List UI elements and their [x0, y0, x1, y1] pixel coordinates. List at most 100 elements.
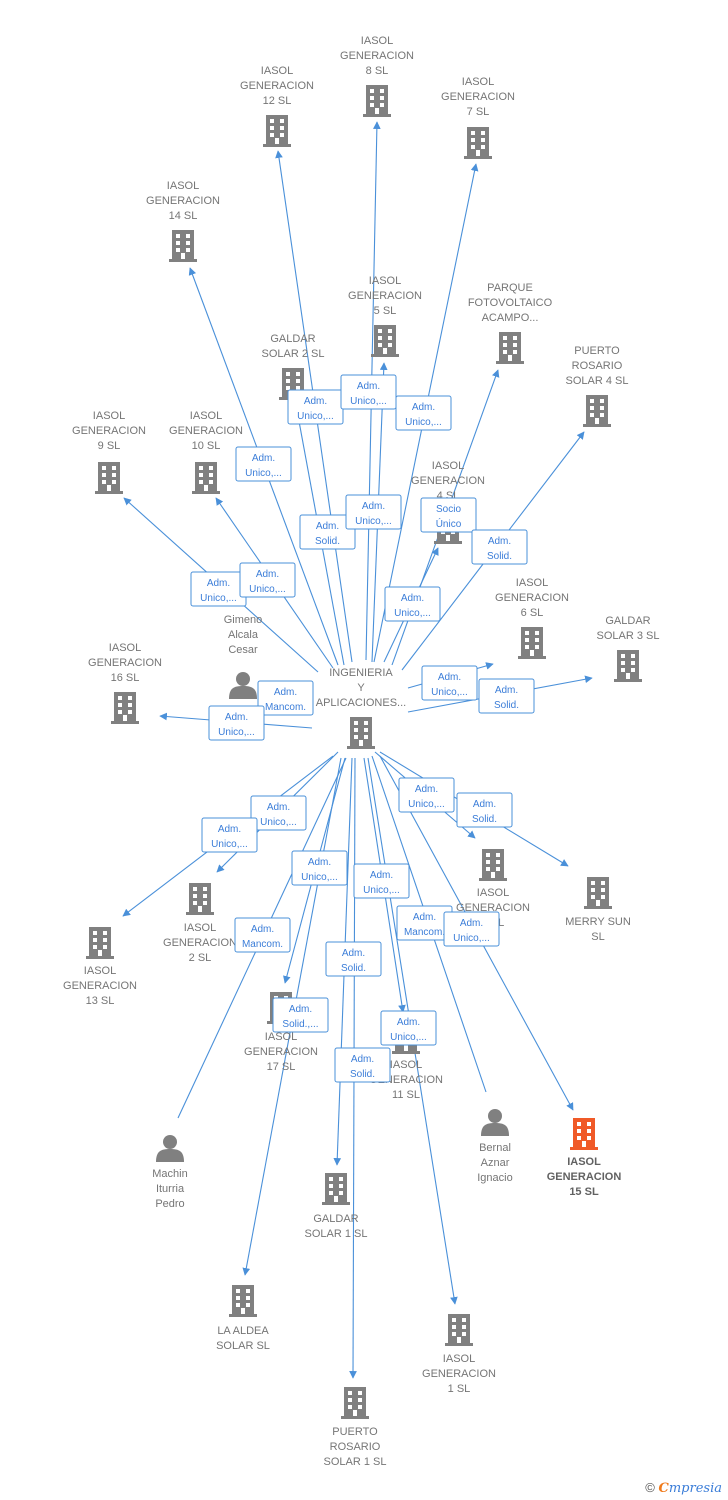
svg-text:Unico,...: Unico,...	[453, 933, 490, 944]
relation-label[interactable]: Adm. Unico,...	[250, 795, 307, 831]
building-icon	[229, 1285, 257, 1317]
building-icon	[479, 849, 507, 881]
building-icon	[583, 395, 611, 427]
building-icon	[95, 462, 123, 494]
building-icon	[186, 883, 214, 915]
svg-text:Unico,...: Unico,...	[260, 817, 297, 828]
empresia-logo: Cmpresia	[658, 1481, 723, 1496]
copyright-symbol: ©	[645, 1480, 655, 1495]
relation-label[interactable]: Adm.Unico,...	[345, 494, 402, 530]
building-icon	[518, 627, 546, 659]
relation-label[interactable]: Adm.Solid.,...	[272, 997, 329, 1033]
relation-label[interactable]: Adm.Unico,...	[287, 389, 344, 425]
svg-text:Solid.: Solid.	[487, 551, 512, 562]
relation-label[interactable]: Adm.Unico,...	[384, 586, 441, 622]
building-icon	[371, 325, 399, 357]
relation-label[interactable]: Adm.Unico,...	[291, 850, 348, 886]
svg-text:Unico,...: Unico,...	[297, 411, 334, 422]
building-icon	[341, 1387, 369, 1419]
svg-text:Adm.: Adm.	[267, 802, 290, 813]
relation-label[interactable]: Adm. Unico,...	[398, 777, 455, 813]
building-icon	[263, 115, 291, 147]
relation-label[interactable]: Adm.Solid.	[471, 529, 528, 565]
relation-label[interactable]: Adm.Mancom.	[234, 917, 291, 953]
svg-text:Adm.: Adm.	[412, 402, 435, 413]
person-icon	[229, 672, 257, 699]
svg-text:Adm.: Adm.	[362, 501, 385, 512]
svg-text:Unico,...: Unico,...	[218, 727, 255, 738]
svg-text:Adm.: Adm.	[256, 569, 279, 580]
svg-text:Solid.: Solid.	[472, 814, 497, 825]
relation-label[interactable]: Adm.Unico,...	[201, 817, 258, 853]
relation-label[interactable]: Adm.Unico,...	[208, 705, 265, 741]
svg-text:Solid.: Solid.	[350, 1069, 375, 1080]
svg-text:Unico,...: Unico,...	[408, 799, 445, 810]
edges-layer	[122, 121, 593, 1379]
svg-text:Adm.: Adm.	[289, 1004, 312, 1015]
relation-label[interactable]: Adm.Solid.	[456, 792, 513, 828]
building-icon	[464, 127, 492, 159]
svg-text:Adm.: Adm.	[415, 784, 438, 795]
svg-text:Adm.: Adm.	[370, 870, 393, 881]
relation-label[interactable]: Adm.Solid.	[478, 678, 535, 714]
relation-label[interactable]: Adm.Unico,...	[421, 665, 478, 701]
footer-credit[interactable]: © Cmpresia	[645, 1480, 722, 1496]
building-icon	[614, 650, 642, 682]
svg-text:Adm.: Adm.	[308, 857, 331, 868]
relation-label[interactable]: Adm.Mancom.	[257, 680, 314, 716]
svg-text:Unico,...: Unico,...	[211, 839, 248, 850]
svg-text:Adm.: Adm.	[397, 1017, 420, 1028]
relation-label[interactable]: Adm.Solid.	[334, 1047, 391, 1083]
building-icon	[111, 692, 139, 724]
relation-label[interactable]: Adm.Solid.	[325, 941, 382, 977]
relation-label[interactable]: Adm. Unico,...	[443, 911, 500, 947]
relation-label[interactable]: Adm.Unico,...	[395, 395, 452, 431]
relation-label[interactable]: Adm.Unico,...	[235, 446, 292, 482]
relation-label[interactable]: Adm.Solid.	[299, 514, 356, 550]
svg-text:Mancom.: Mancom.	[404, 927, 445, 938]
relation-label[interactable]: Adm.Unico,...	[190, 571, 247, 607]
svg-text:Adm.: Adm.	[460, 918, 483, 929]
relation-label[interactable]: Adm.Unico,...	[353, 863, 410, 899]
relation-label[interactable]: Adm.Unico,...	[380, 1010, 437, 1046]
relation-label[interactable]: Adm.Unico,...	[239, 562, 296, 598]
relation-label[interactable]: Adm.Unico,...	[340, 374, 397, 410]
